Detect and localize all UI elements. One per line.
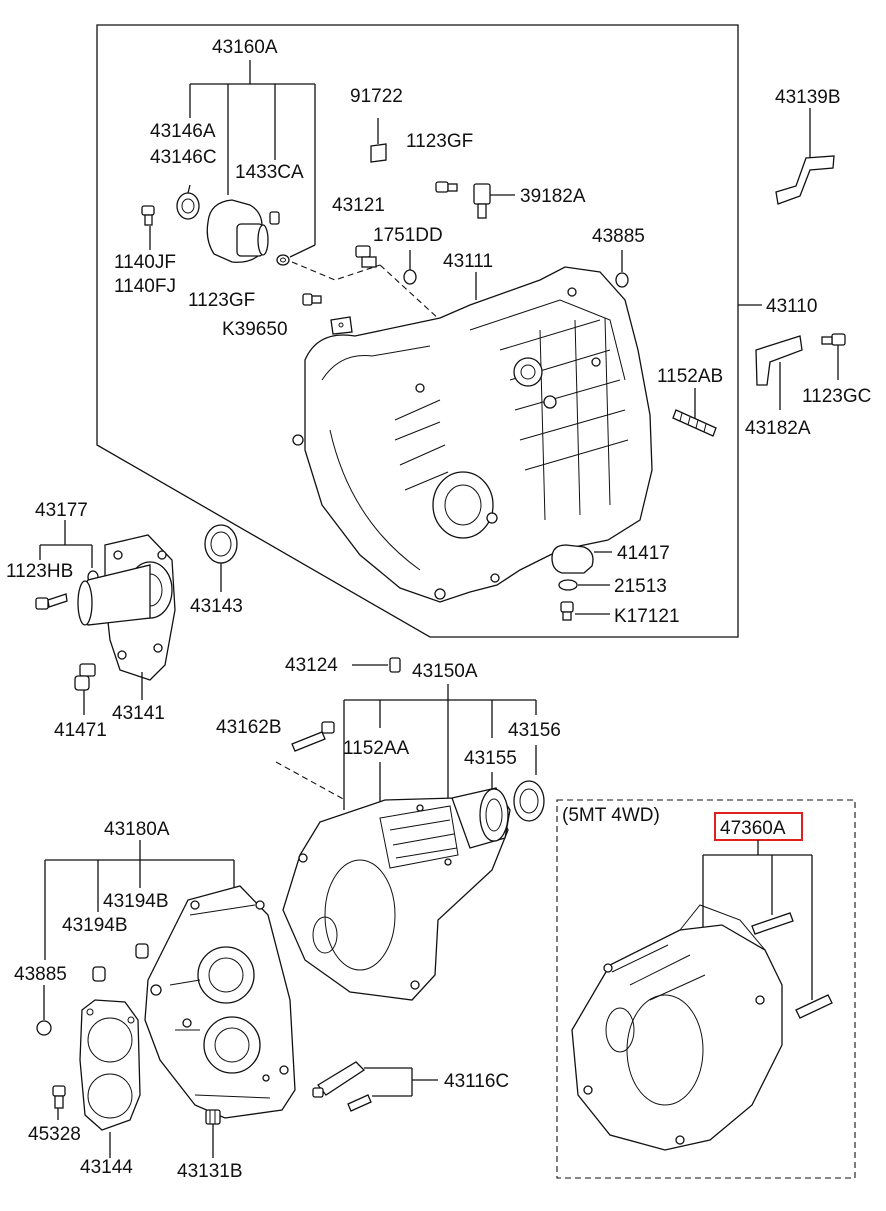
label-39182a: 39182A bbox=[520, 186, 586, 207]
label-variant-5mt-4wd: (5MT 4WD) bbox=[562, 805, 660, 826]
label-43156: 43156 bbox=[508, 720, 561, 741]
label-43162b: 43162B bbox=[216, 717, 282, 738]
seal-43156 bbox=[513, 780, 545, 822]
label-1123gc: 1123GC bbox=[802, 386, 871, 407]
plug-k17121 bbox=[560, 601, 574, 621]
label-43144: 43144 bbox=[80, 1157, 133, 1178]
label-43182a: 43182A bbox=[745, 418, 811, 439]
label-43116c: 43116C bbox=[444, 1071, 509, 1092]
label-1152ab: 1152AB bbox=[657, 366, 723, 387]
bracket-43182a bbox=[755, 335, 803, 386]
label-43143: 43143 bbox=[190, 596, 243, 617]
label-43111: 43111 bbox=[443, 251, 493, 272]
label-43121: 43121 bbox=[332, 195, 385, 216]
label-43155: 43155 bbox=[464, 748, 517, 769]
dowel-43194b-left bbox=[92, 966, 106, 982]
breather-41471 bbox=[74, 663, 96, 691]
label-43146c: 43146C bbox=[150, 147, 217, 168]
bolt-45328 bbox=[52, 1085, 66, 1109]
label-43177: 43177 bbox=[35, 500, 88, 521]
label-41417: 41417 bbox=[617, 543, 670, 564]
switch-39182a bbox=[473, 183, 491, 219]
label-k17121: K17121 bbox=[614, 606, 680, 627]
label-1123hb: 1123HB bbox=[6, 561, 73, 582]
washer-21513 bbox=[558, 579, 578, 591]
stud-47360a-lower bbox=[795, 994, 833, 1019]
bolt-43162b bbox=[291, 721, 335, 752]
label-43180a: 43180A bbox=[104, 819, 170, 840]
variant-box-5mt-4wd bbox=[556, 799, 856, 1179]
label-43139b: 43139B bbox=[775, 87, 841, 108]
label-1123gf-top: 1123GF bbox=[406, 131, 473, 152]
dowel-pin-1433 bbox=[269, 211, 280, 225]
bolt-1123gf-top bbox=[435, 181, 458, 193]
bolt-1123gf-left bbox=[302, 293, 322, 306]
bolt-1123gc bbox=[821, 333, 846, 346]
label-43110: 43110 bbox=[766, 296, 817, 317]
adapter-housing-43150a bbox=[282, 787, 511, 1001]
label-1751dd: 1751DD bbox=[373, 225, 443, 246]
label-43141: 43141 bbox=[112, 703, 165, 724]
label-43150a: 43150A bbox=[412, 661, 478, 682]
label-45328: 45328 bbox=[28, 1124, 81, 1145]
oil-seal-43146 bbox=[176, 192, 200, 220]
label-1123gf-left: 1123GF bbox=[188, 290, 255, 311]
sealant-43116c bbox=[312, 1061, 372, 1112]
sensor-43131b bbox=[205, 1109, 221, 1125]
dowel-43194b-right bbox=[135, 943, 149, 959]
label-43194b-left: 43194B bbox=[62, 915, 128, 936]
stud-1152ab bbox=[672, 409, 717, 437]
clip-91722 bbox=[370, 143, 387, 163]
washer-1751dd bbox=[403, 269, 417, 285]
rear-cover-43180a bbox=[144, 885, 296, 1119]
label-43885-top: 43885 bbox=[592, 226, 645, 247]
stud-47360a-upper bbox=[751, 912, 794, 935]
cover-41417 bbox=[551, 544, 594, 574]
transmission-case-43111 bbox=[292, 266, 653, 603]
pin-43124 bbox=[389, 657, 401, 673]
label-43194b-right: 43194B bbox=[103, 891, 169, 912]
label-1152aa: 1152AA bbox=[343, 738, 410, 759]
label-47360a: 47360A bbox=[720, 818, 786, 839]
bracket-k39650 bbox=[330, 316, 353, 335]
label-91722: 91722 bbox=[350, 86, 403, 107]
label-43160a: 43160A bbox=[212, 37, 278, 58]
extension-housing-43141 bbox=[77, 534, 176, 681]
label-43131b: 43131B bbox=[177, 1161, 243, 1182]
label-k39650: K39650 bbox=[222, 319, 288, 340]
bolt-1140 bbox=[141, 205, 155, 226]
label-21513: 21513 bbox=[614, 576, 667, 597]
bolt-43121 bbox=[355, 245, 377, 268]
label-1140fj: 1140FJ bbox=[114, 276, 176, 297]
main-assembly-frame bbox=[96, 24, 739, 638]
plug-43885-bottom bbox=[36, 1020, 52, 1036]
label-43146a: 43146A bbox=[150, 121, 216, 142]
label-43124: 43124 bbox=[285, 655, 338, 676]
label-41471: 41471 bbox=[54, 720, 107, 741]
bracket-43139b bbox=[775, 155, 835, 205]
transfer-case-47360a bbox=[571, 904, 783, 1151]
gasket-43144 bbox=[79, 999, 141, 1131]
plug-43885-top bbox=[615, 272, 629, 288]
label-1433ca: 1433CA bbox=[235, 162, 304, 183]
label-1140jf: 1140JF bbox=[114, 252, 176, 273]
bolt-1123hb bbox=[35, 593, 68, 610]
label-43885-bottom: 43885 bbox=[14, 964, 67, 985]
seal-43143 bbox=[204, 524, 238, 564]
